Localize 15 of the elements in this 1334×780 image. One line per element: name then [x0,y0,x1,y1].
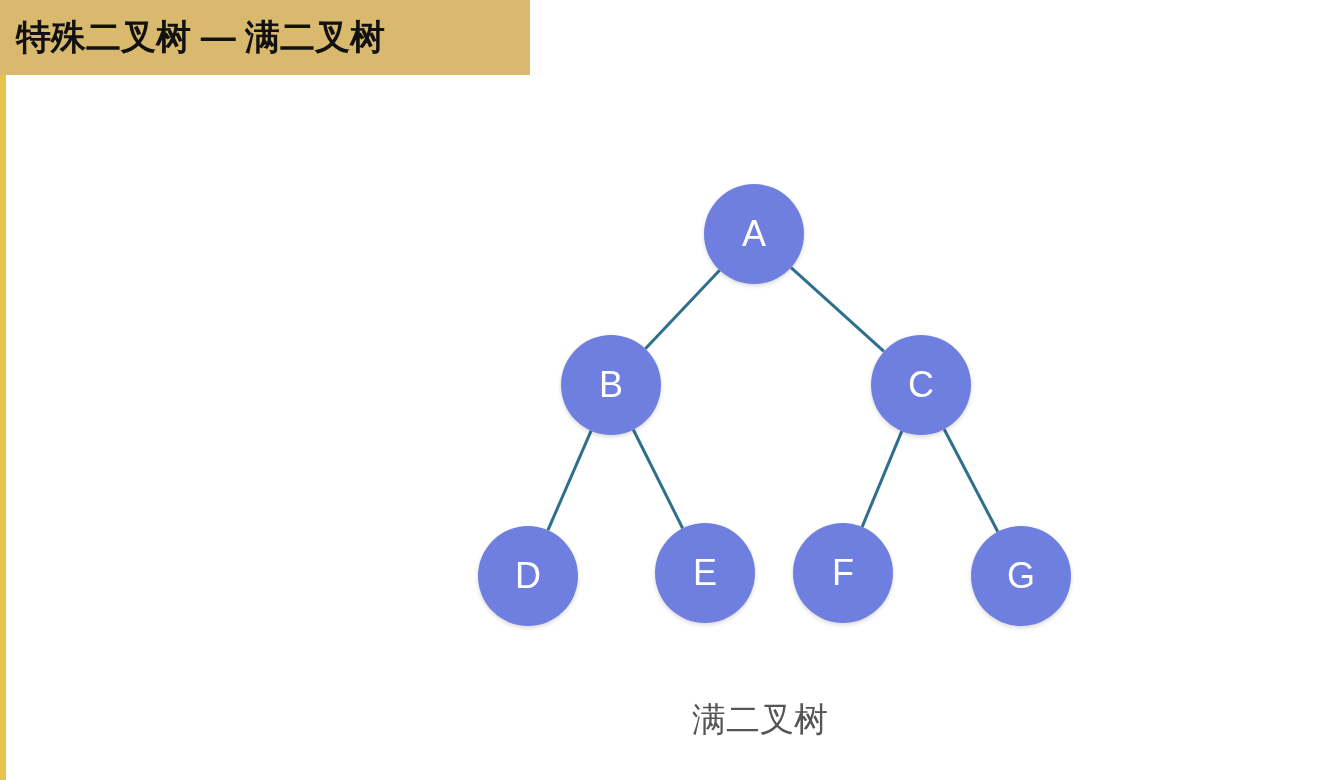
connector-line [546,430,593,531]
node-label: A [742,216,766,252]
connector-line [860,430,904,528]
title-banner: 特殊二叉树 — 满二叉树 [0,0,530,75]
node-label: D [515,558,541,594]
connector-line [790,266,885,353]
connector-line [942,428,1000,533]
node-label: C [908,367,934,403]
caption: 满二叉树 [691,699,829,740]
node-label: E [693,555,717,591]
node-label: G [1007,558,1035,594]
node-label: F [832,555,854,591]
connector-line [644,269,721,350]
connector-line [632,429,684,529]
node-label: B [599,367,623,403]
